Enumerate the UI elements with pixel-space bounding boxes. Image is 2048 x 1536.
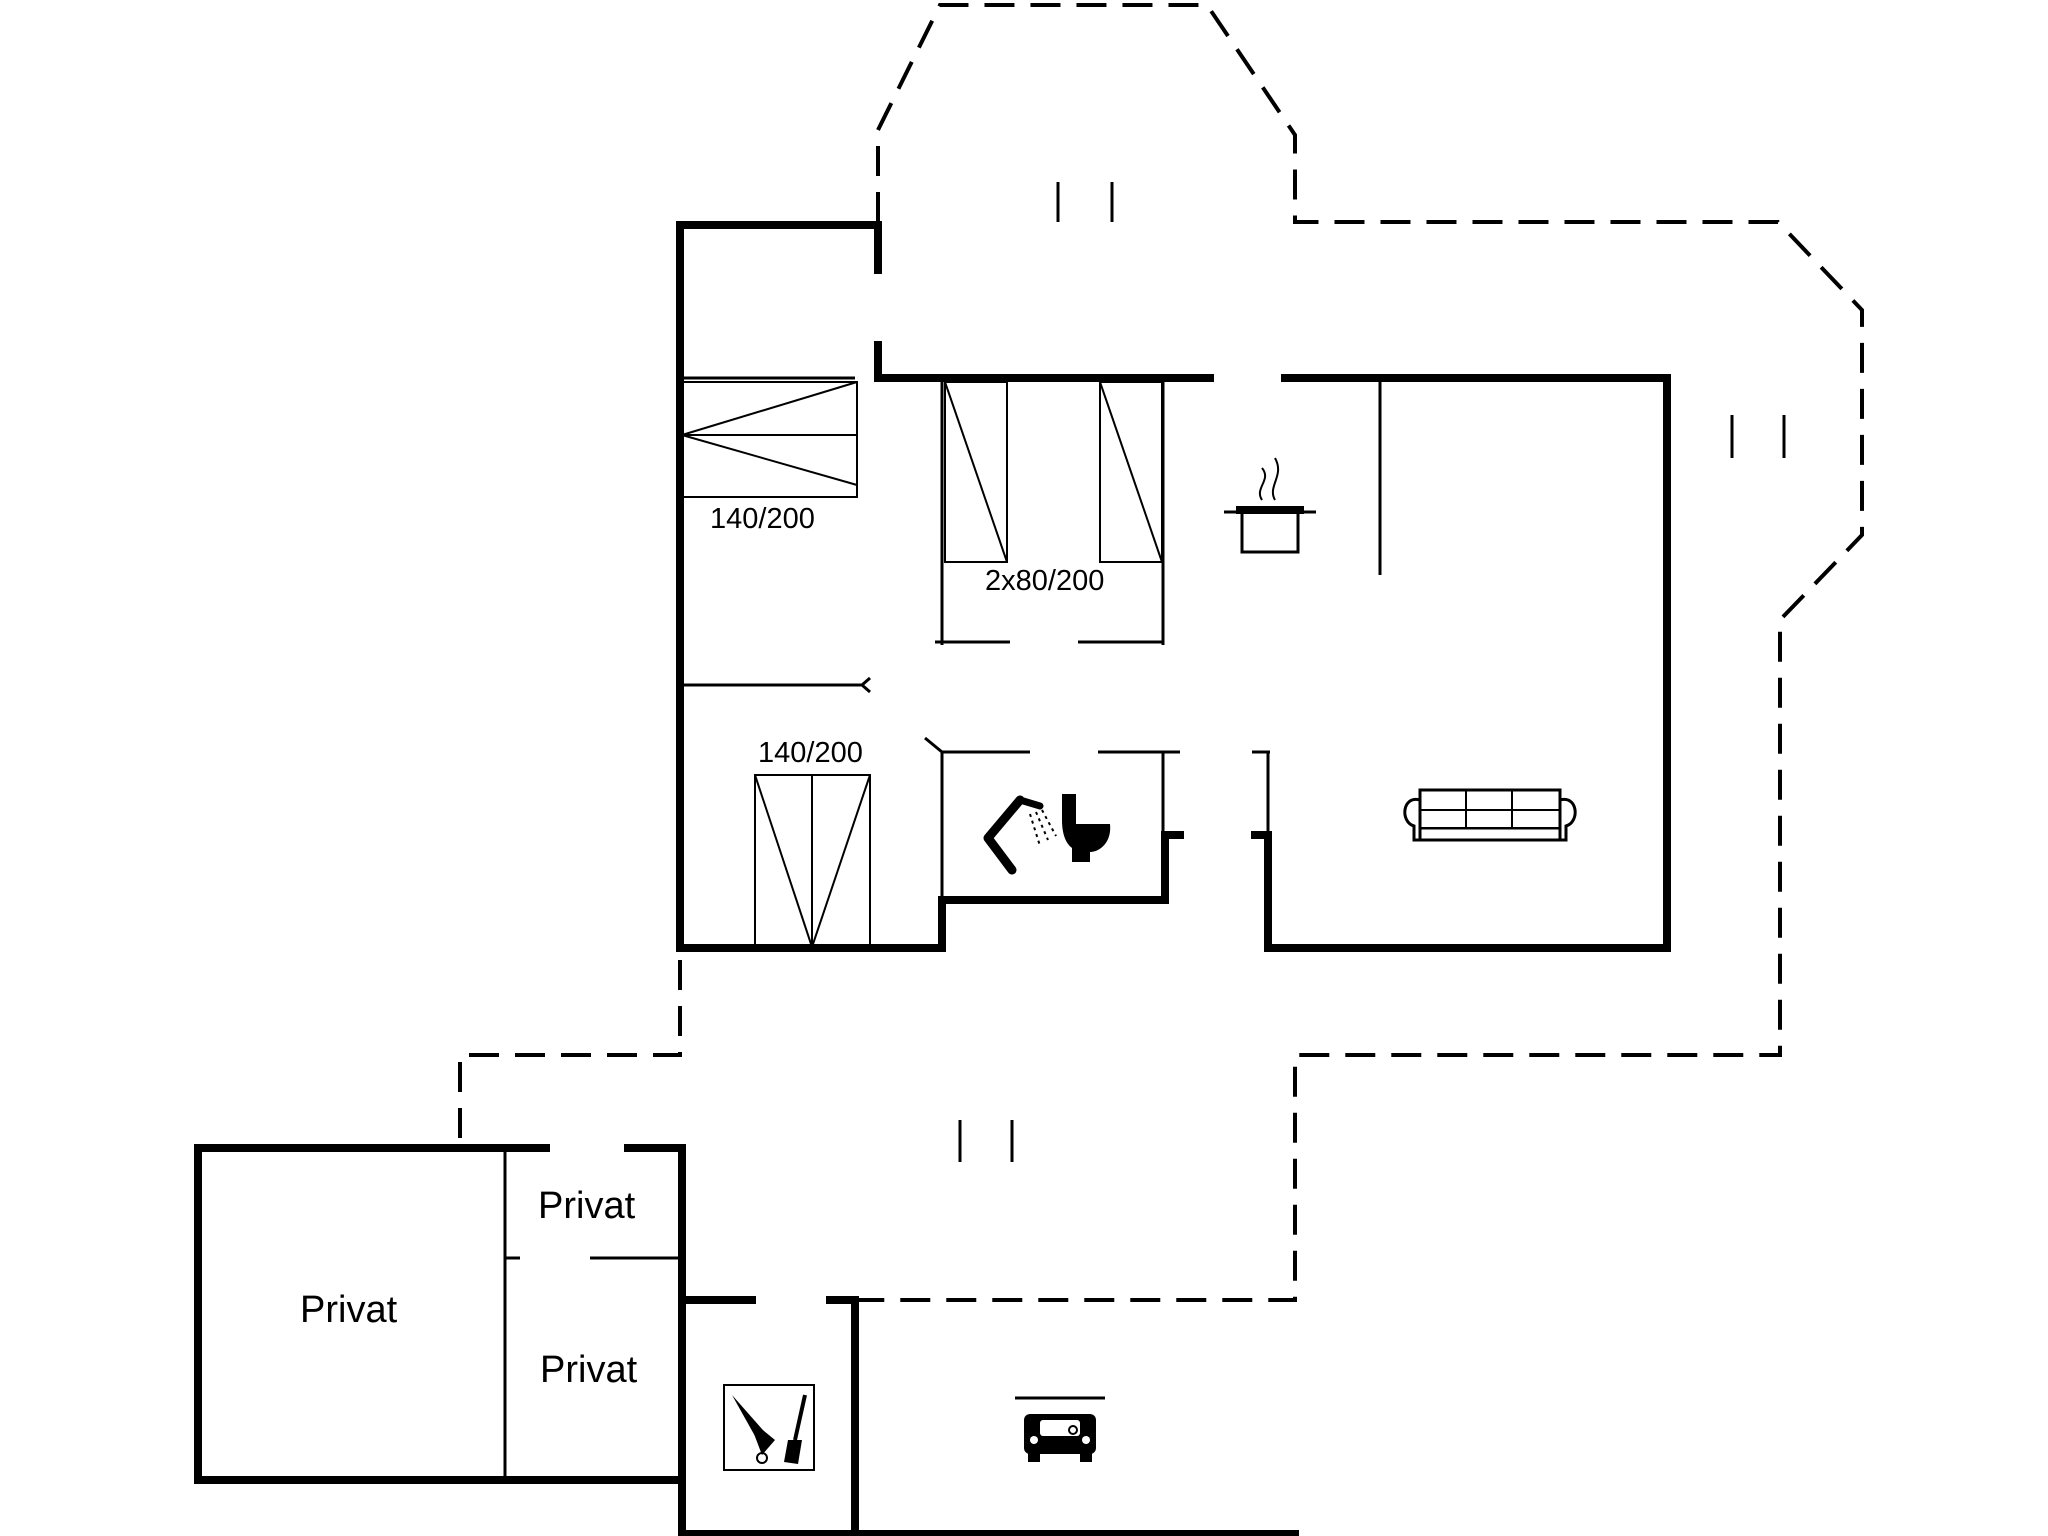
bed-bottom-left bbox=[754, 774, 871, 948]
cooking-pot-icon bbox=[1224, 457, 1316, 554]
shower-icon bbox=[983, 795, 1057, 875]
interior-walls bbox=[682, 376, 1382, 905]
house-walls bbox=[676, 221, 1671, 952]
annex-walls bbox=[194, 1144, 1299, 1536]
bed-twin bbox=[944, 381, 1163, 563]
sofa-icon bbox=[1403, 788, 1577, 842]
toilet-icon bbox=[1062, 794, 1111, 862]
terrace-bottom bbox=[458, 960, 682, 1140]
car-icon bbox=[1015, 1396, 1105, 1462]
room-label-privat-large: Privat bbox=[300, 1289, 398, 1331]
bed-size-label-bottom-left: 140/200 bbox=[758, 737, 863, 769]
bed-size-label-top-left: 140/200 bbox=[710, 503, 815, 535]
terrace-top bbox=[855, 3, 1864, 1302]
bed-size-label-twin: 2x80/200 bbox=[985, 565, 1104, 597]
terrace-outlines bbox=[458, 3, 1864, 1302]
bed-top-left bbox=[681, 381, 858, 498]
room-label-privat-upper: Privat bbox=[538, 1185, 636, 1227]
room-label-privat-lower: Privat bbox=[540, 1349, 638, 1391]
step-markers bbox=[958, 182, 1786, 1162]
cleaning-tools-icon bbox=[723, 1384, 815, 1471]
